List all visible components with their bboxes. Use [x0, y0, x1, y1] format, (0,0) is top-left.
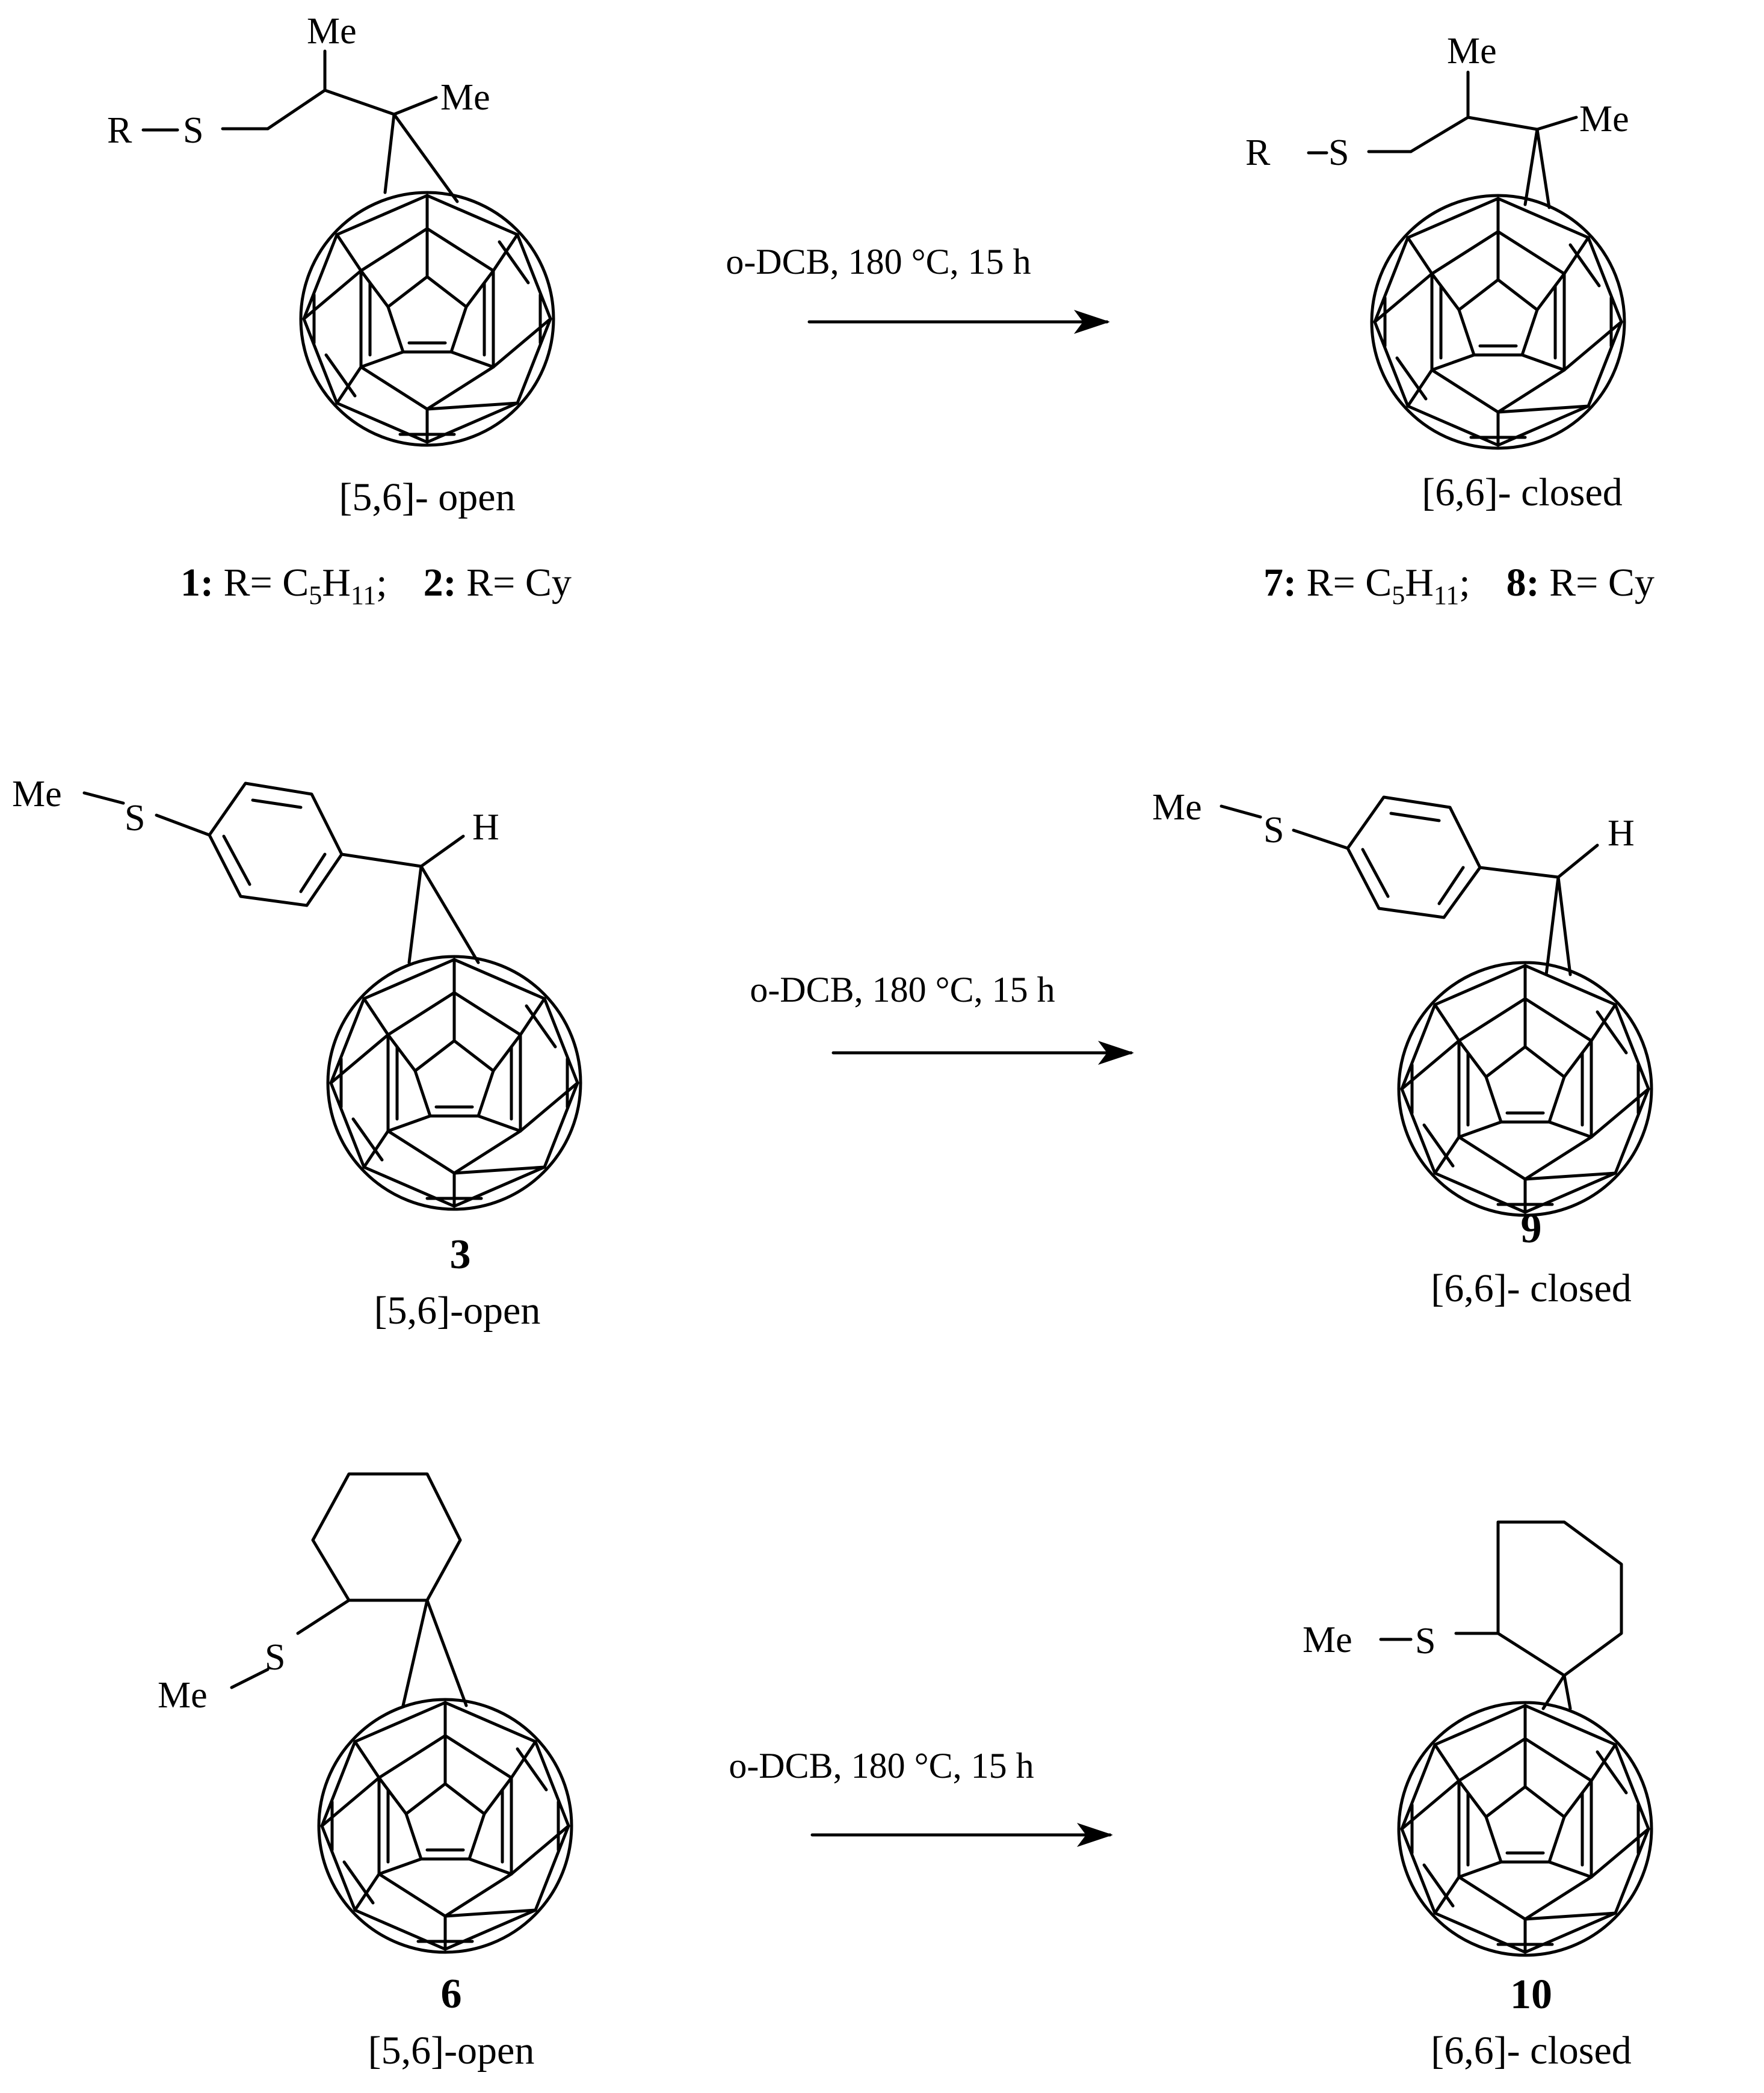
reactant-6: S Me [158, 1472, 572, 1952]
methyl-label: Me [1152, 787, 1202, 828]
methyl-label: Me [158, 1675, 208, 1716]
methyl-label: Me [307, 11, 357, 52]
methyl-label: Me [440, 77, 490, 118]
product-7-8-label: [6,6]- closed [1422, 470, 1623, 514]
product-7-8: R S Me Me [1245, 31, 1629, 448]
sulfur-atom: S [1415, 1621, 1436, 1662]
reaction-conditions: o-DCB, 180 °C, 15 h [750, 970, 1055, 1010]
reactant-3: Me S H [12, 774, 581, 1209]
methyl-label: Me [1579, 99, 1629, 140]
compound-7-8-caption: 7: R= C5H11;8: R= Cy [1263, 561, 1655, 610]
compound-number-6: 6 [441, 1971, 462, 2017]
methyl-label: Me [12, 774, 62, 815]
compound-1-2-caption: 1: R= C5H11;2: R= Cy [180, 561, 572, 610]
r-group-atom: R [1245, 132, 1271, 173]
sulfur-atom: S [1263, 810, 1284, 851]
sulfur-atom: S [183, 110, 203, 151]
compound-number-9: 9 [1521, 1206, 1542, 1252]
reaction-conditions: o-DCB, 180 °C, 15 h [726, 242, 1031, 282]
product-9: Me S H [1152, 787, 1651, 1215]
sulfur-atom: S [125, 798, 145, 839]
reaction-conditions: o-DCB, 180 °C, 15 h [729, 1746, 1034, 1786]
methyl-label: Me [1303, 1620, 1352, 1660]
compound-number-10: 10 [1510, 1971, 1552, 2018]
sulfur-atom: S [1328, 132, 1349, 173]
hydrogen-atom: H [472, 807, 499, 848]
sulfur-atom: S [265, 1637, 285, 1678]
product-10-label: [6,6]- closed [1431, 2029, 1632, 2073]
reactant-6-label: [5,6]-open [368, 2029, 535, 2073]
methyl-label: Me [1447, 31, 1497, 72]
product-9-label: [6,6]- closed [1431, 1266, 1632, 1310]
reactant-3-label: [5,6]-open [374, 1289, 541, 1333]
compound-number-3: 3 [450, 1231, 471, 1278]
hydrogen-atom: H [1608, 813, 1635, 854]
r-group-atom: R [107, 110, 132, 151]
product-10: Me S [1303, 1520, 1651, 1955]
reactant-1-label: [5,6]- open [339, 475, 515, 519]
reactant-1-2: R S Me Me [107, 11, 554, 445]
